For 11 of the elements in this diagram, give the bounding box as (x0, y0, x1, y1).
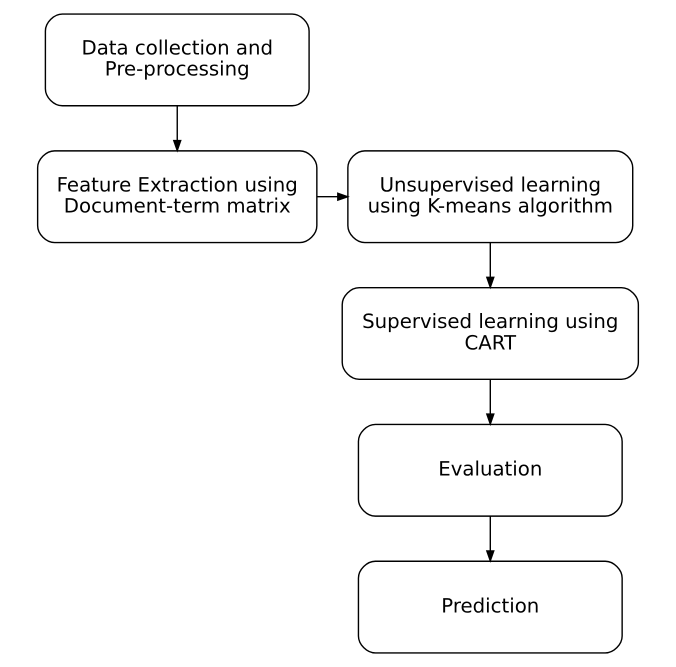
arrow (486, 516, 495, 563)
node-box: Evaluation (358, 424, 623, 517)
arrow (486, 242, 495, 290)
arrow (486, 380, 495, 426)
arrow (172, 106, 182, 153)
node-box: Data collection and Pre-processing (44, 13, 310, 106)
arrow (317, 192, 350, 202)
node-box: Feature Extraction using Document-term matrix (36, 150, 318, 244)
node-box: Prediction (358, 560, 623, 654)
node-box: Supervised learning using CART (342, 286, 640, 380)
node-box: Unsupervised learning using K-means algorithm (347, 150, 634, 244)
